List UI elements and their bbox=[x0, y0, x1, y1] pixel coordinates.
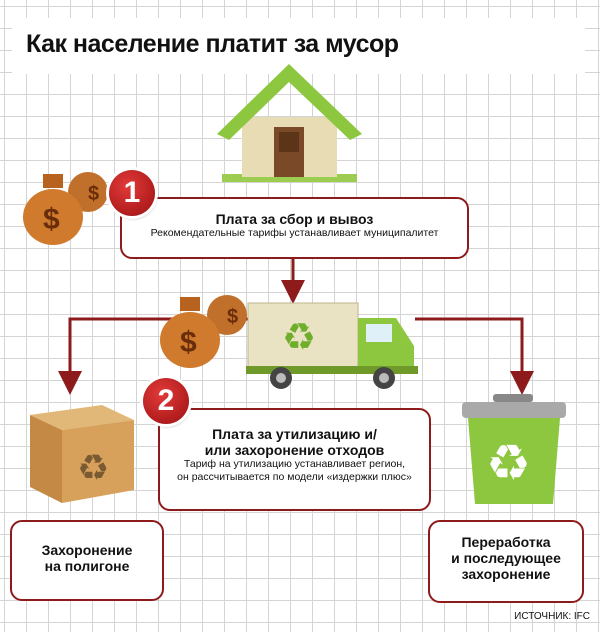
svg-text:$: $ bbox=[43, 203, 60, 236]
money-bags-icon: $ $ bbox=[23, 172, 108, 245]
landfill-line1: Захоронение bbox=[41, 542, 133, 558]
recycling-line1: Переработка bbox=[461, 534, 551, 550]
step1-badge: 1 bbox=[109, 170, 155, 216]
page-title: Как население платит за мусор bbox=[26, 30, 399, 58]
recycling-line2: и последующее bbox=[451, 550, 561, 566]
house-icon bbox=[217, 64, 362, 182]
garbage-truck-icon: ♻ bbox=[246, 302, 418, 389]
svg-text:♻: ♻ bbox=[282, 317, 316, 359]
svg-text:$: $ bbox=[180, 326, 197, 359]
source-note: ИСТОЧНИК: IFC bbox=[514, 611, 590, 622]
cardboard-box-icon: ♻ bbox=[30, 405, 134, 503]
step1-box: Плата за сбор и вывоз Рекомендательные т… bbox=[120, 197, 469, 259]
step1-heading: Плата за сбор и вывоз bbox=[215, 211, 374, 227]
svg-text:$: $ bbox=[88, 183, 99, 205]
recycling-box: Переработка и последующее захоронение bbox=[428, 520, 584, 603]
money-bags-icon: $ $ bbox=[160, 295, 247, 368]
svg-text:♻: ♻ bbox=[486, 435, 531, 491]
svg-text:$: $ bbox=[227, 306, 238, 328]
recycling-bin-icon: ♻ bbox=[462, 394, 566, 504]
step1-text: Рекомендательные тарифы устанавливает му… bbox=[150, 227, 439, 239]
title-box bbox=[12, 18, 585, 74]
step2-heading-line1: Плата за утилизацию и/ bbox=[212, 426, 377, 442]
svg-text:♻: ♻ bbox=[77, 447, 109, 488]
step2-text-line2: он рассчитывается по модели «издержки пл… bbox=[177, 471, 412, 483]
step2-box: Плата за утилизацию и/ или захоронение о… bbox=[158, 408, 431, 511]
landfill-box: Захоронение на полигоне bbox=[10, 520, 164, 601]
step2-badge: 2 bbox=[143, 378, 189, 424]
step2-heading-line2: или захоронение отходов bbox=[204, 442, 385, 458]
recycling-line3: захоронение bbox=[461, 566, 551, 582]
arrow-to-recycling bbox=[415, 317, 534, 395]
landfill-line2: на полигоне bbox=[44, 558, 130, 574]
step2-text-line1: Тариф на утилизацию устанавливает регион… bbox=[183, 458, 406, 470]
